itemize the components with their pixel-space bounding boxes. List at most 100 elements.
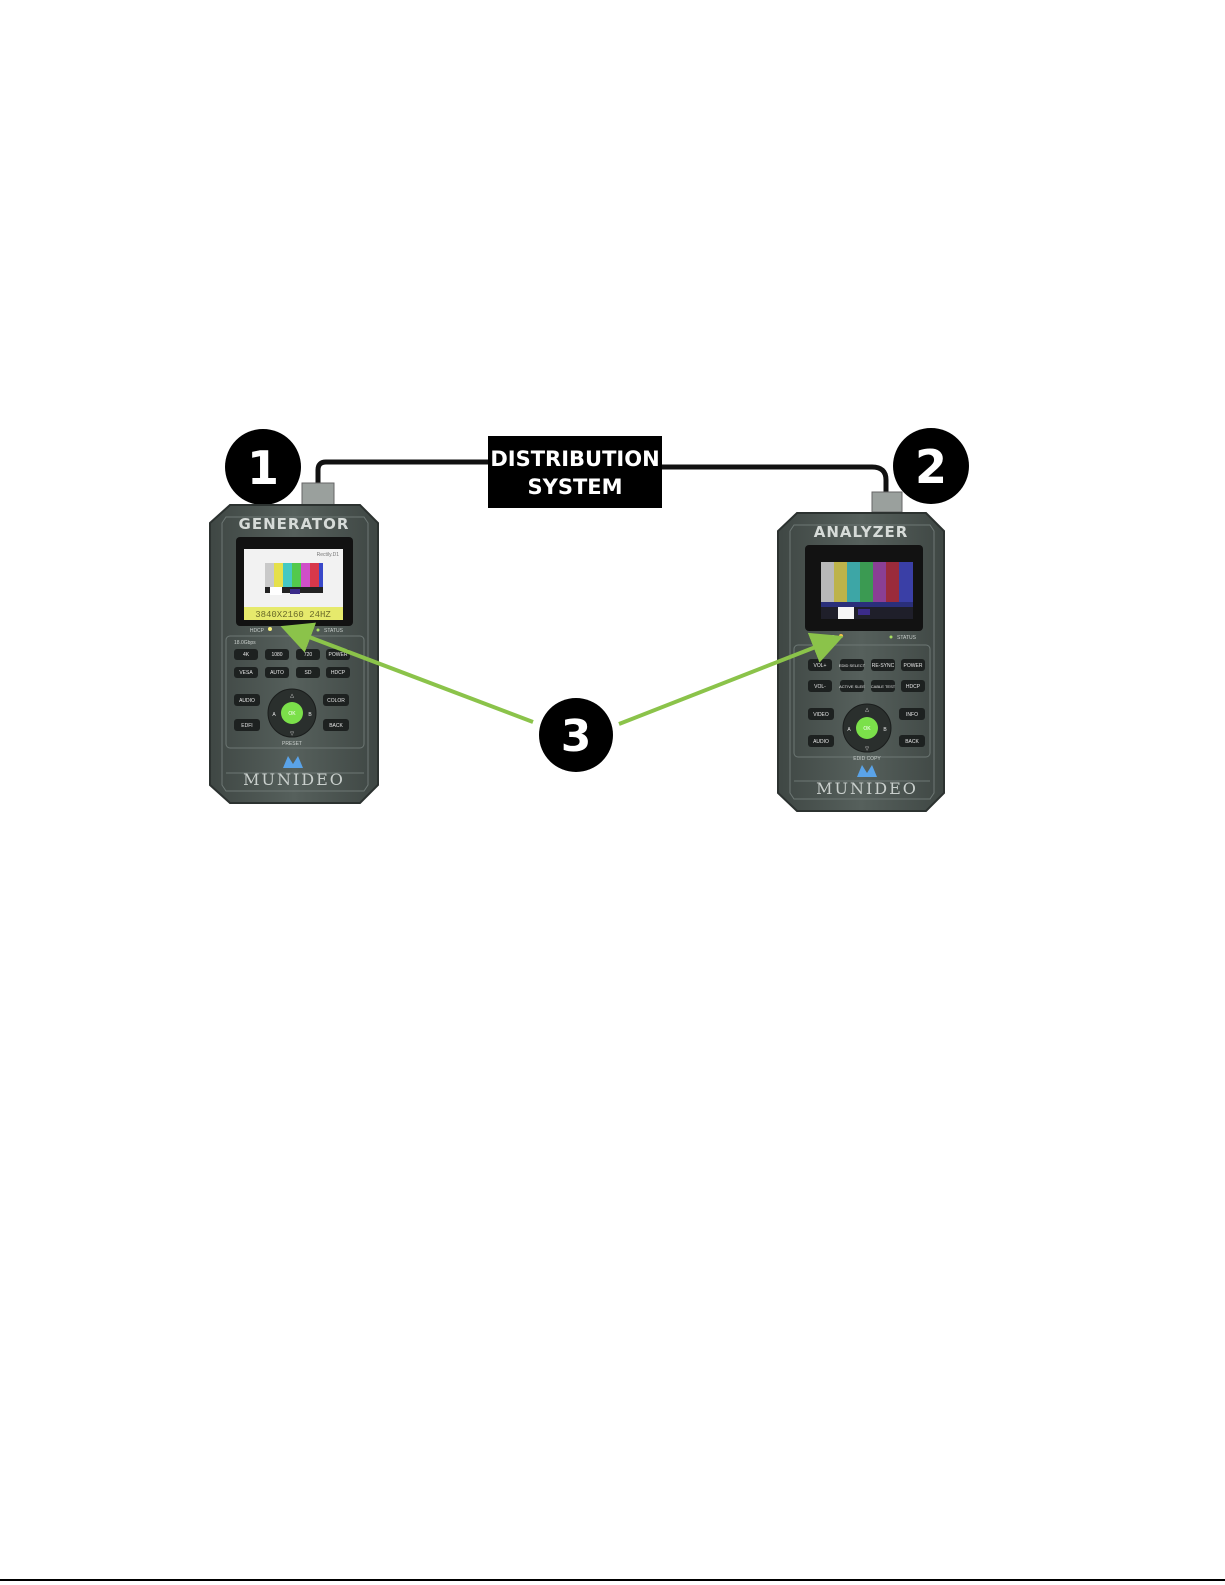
svg-text:EDID SELECT: EDID SELECT xyxy=(839,663,866,668)
analyzer-keypad: VOL+ EDID SELECT RE-SYNC POWER VOL- ACTI… xyxy=(808,659,925,762)
analyzer-led-status: STATUS xyxy=(897,635,917,641)
badge-1: 1 xyxy=(225,429,301,505)
analyzer-key-active-slee[interactable]: ACTIVE SLEE xyxy=(839,680,865,692)
generator-dpad-a[interactable]: A xyxy=(272,712,276,718)
analyzer-dpad-b[interactable]: B xyxy=(883,727,887,733)
svg-text:BACK: BACK xyxy=(329,723,343,729)
generator-dpad-label: PRESET xyxy=(282,741,302,747)
analyzer-ok-label: OK xyxy=(863,726,871,732)
badge-1-number: 1 xyxy=(247,441,279,495)
generator-keypad: 4K 1080 720 POWER VESA AUTO SD HDCP AUDI… xyxy=(234,649,350,747)
generator-connector xyxy=(301,482,335,506)
badge-2-number: 2 xyxy=(915,440,947,494)
svg-text:HDCP: HDCP xyxy=(331,670,346,676)
generator-key-back[interactable]: BACK xyxy=(323,719,349,731)
analyzer-title: ANALYZER xyxy=(814,523,909,541)
generator-key-color[interactable]: COLOR xyxy=(323,694,349,706)
cable-left xyxy=(315,459,490,490)
analyzer-device: ANALYZER HDCP STATUS VOL+ EDID SELECT RE… xyxy=(777,512,945,812)
down-arrow-icon[interactable]: ▽ xyxy=(290,731,294,737)
svg-text:AUTO: AUTO xyxy=(270,670,284,676)
analyzer-color-bars xyxy=(821,562,913,619)
analyzer-key-vol-up[interactable]: VOL+ xyxy=(808,659,832,671)
distribution-label-line2: SYSTEM xyxy=(527,475,622,499)
generator-key-auto[interactable]: AUTO xyxy=(265,667,289,678)
svg-text:CABLE TEST: CABLE TEST xyxy=(871,684,896,689)
analyzer-key-hdcp[interactable]: HDCP xyxy=(901,680,925,692)
analyzer-key-info[interactable]: INFO xyxy=(899,708,925,720)
svg-text:COLOR: COLOR xyxy=(327,698,345,704)
analyzer-dpad-label: EDID COPY xyxy=(853,756,881,762)
badge-2: 2 xyxy=(893,428,969,504)
badge-3: 3 xyxy=(539,698,613,772)
generator-device: GENERATOR Rectily.D1 3840X2160 24HZ HDCP… xyxy=(209,504,379,804)
up-arrow-icon[interactable]: △ xyxy=(290,693,294,699)
analyzer-connector xyxy=(871,491,903,513)
svg-text:720: 720 xyxy=(304,652,313,658)
led-icon xyxy=(268,627,272,631)
led-icon xyxy=(889,635,893,639)
svg-text:POWER: POWER xyxy=(904,663,923,669)
badge-3-number: 3 xyxy=(561,711,592,762)
svg-text:4K: 4K xyxy=(243,652,250,658)
analyzer-dpad-a[interactable]: A xyxy=(847,727,851,733)
arrow-to-generator-hdcp xyxy=(280,622,534,724)
down-arrow-icon[interactable]: ▽ xyxy=(865,746,869,752)
munideo-logo-icon xyxy=(857,765,877,777)
analyzer-brand: MUNIDEO xyxy=(816,779,918,798)
generator-led-hdcp: HDCP xyxy=(250,628,265,634)
generator-key-1080[interactable]: 1080 xyxy=(265,649,289,660)
led-icon xyxy=(839,634,843,638)
generator-key-hdcp[interactable]: HDCP xyxy=(326,667,350,678)
analyzer-key-video[interactable]: VIDEO xyxy=(808,708,834,720)
analyzer-key-cable-test[interactable]: CABLE TEST xyxy=(871,680,896,692)
generator-key-edfi[interactable]: EDFI xyxy=(234,719,260,731)
arrow-to-analyzer-hdcp xyxy=(618,632,844,726)
svg-text:SD: SD xyxy=(305,670,312,676)
generator-key-4k[interactable]: 4K xyxy=(234,649,258,660)
generator-key-sd[interactable]: SD xyxy=(296,667,320,678)
generator-key-audio[interactable]: AUDIO xyxy=(234,694,260,706)
svg-text:VIDEO: VIDEO xyxy=(813,712,829,718)
generator-key-720[interactable]: 720 xyxy=(296,649,320,660)
analyzer-key-resync[interactable]: RE-SYNC xyxy=(871,659,895,671)
generator-ok-label: OK xyxy=(288,711,296,717)
generator-title: GENERATOR xyxy=(239,515,350,533)
svg-text:INFO: INFO xyxy=(906,712,918,718)
up-arrow-icon[interactable]: △ xyxy=(865,707,869,713)
svg-text:AUDIO: AUDIO xyxy=(813,739,829,745)
analyzer-key-audio[interactable]: AUDIO xyxy=(808,735,834,747)
svg-text:AUDIO: AUDIO xyxy=(239,698,255,704)
generator-dpad-b[interactable]: B xyxy=(308,712,312,718)
svg-text:VOL+: VOL+ xyxy=(814,663,827,669)
analyzer-key-power[interactable]: POWER xyxy=(901,659,925,671)
svg-text:1080: 1080 xyxy=(271,652,282,658)
svg-text:VOL-: VOL- xyxy=(814,684,826,690)
svg-text:VESA: VESA xyxy=(239,670,253,676)
generator-color-bars xyxy=(265,563,323,595)
munideo-logo-icon xyxy=(283,756,303,768)
generator-section-label: 18.0Gbps xyxy=(234,640,256,646)
page-bottom-rule xyxy=(0,1579,1225,1581)
analyzer-key-edid-select[interactable]: EDID SELECT xyxy=(839,659,866,671)
distribution-label-line1: DISTRIBUTION xyxy=(490,447,659,471)
generator-led-status: STATUS xyxy=(324,628,344,634)
svg-text:RE-SYNC: RE-SYNC xyxy=(872,663,895,669)
analyzer-key-back[interactable]: BACK xyxy=(899,735,925,747)
generator-screen-corner: Rectily.D1 xyxy=(317,552,340,558)
svg-text:POWER: POWER xyxy=(329,652,348,658)
svg-text:BACK: BACK xyxy=(905,739,919,745)
analyzer-ok-button[interactable] xyxy=(856,717,878,739)
distribution-system-box: DISTRIBUTION SYSTEM xyxy=(488,436,662,508)
svg-text:ACTIVE SLEE: ACTIVE SLEE xyxy=(839,684,865,689)
svg-text:EDFI: EDFI xyxy=(241,723,252,729)
led-icon xyxy=(316,628,320,632)
generator-screen-text: 3840X2160 24HZ xyxy=(255,610,331,620)
generator-key-vesa[interactable]: VESA xyxy=(234,667,258,678)
cable-right xyxy=(660,464,889,498)
generator-brand: MUNIDEO xyxy=(243,770,345,789)
svg-text:HDCP: HDCP xyxy=(906,684,921,690)
generator-ok-button[interactable] xyxy=(281,702,303,724)
analyzer-key-vol-down[interactable]: VOL- xyxy=(808,680,832,692)
